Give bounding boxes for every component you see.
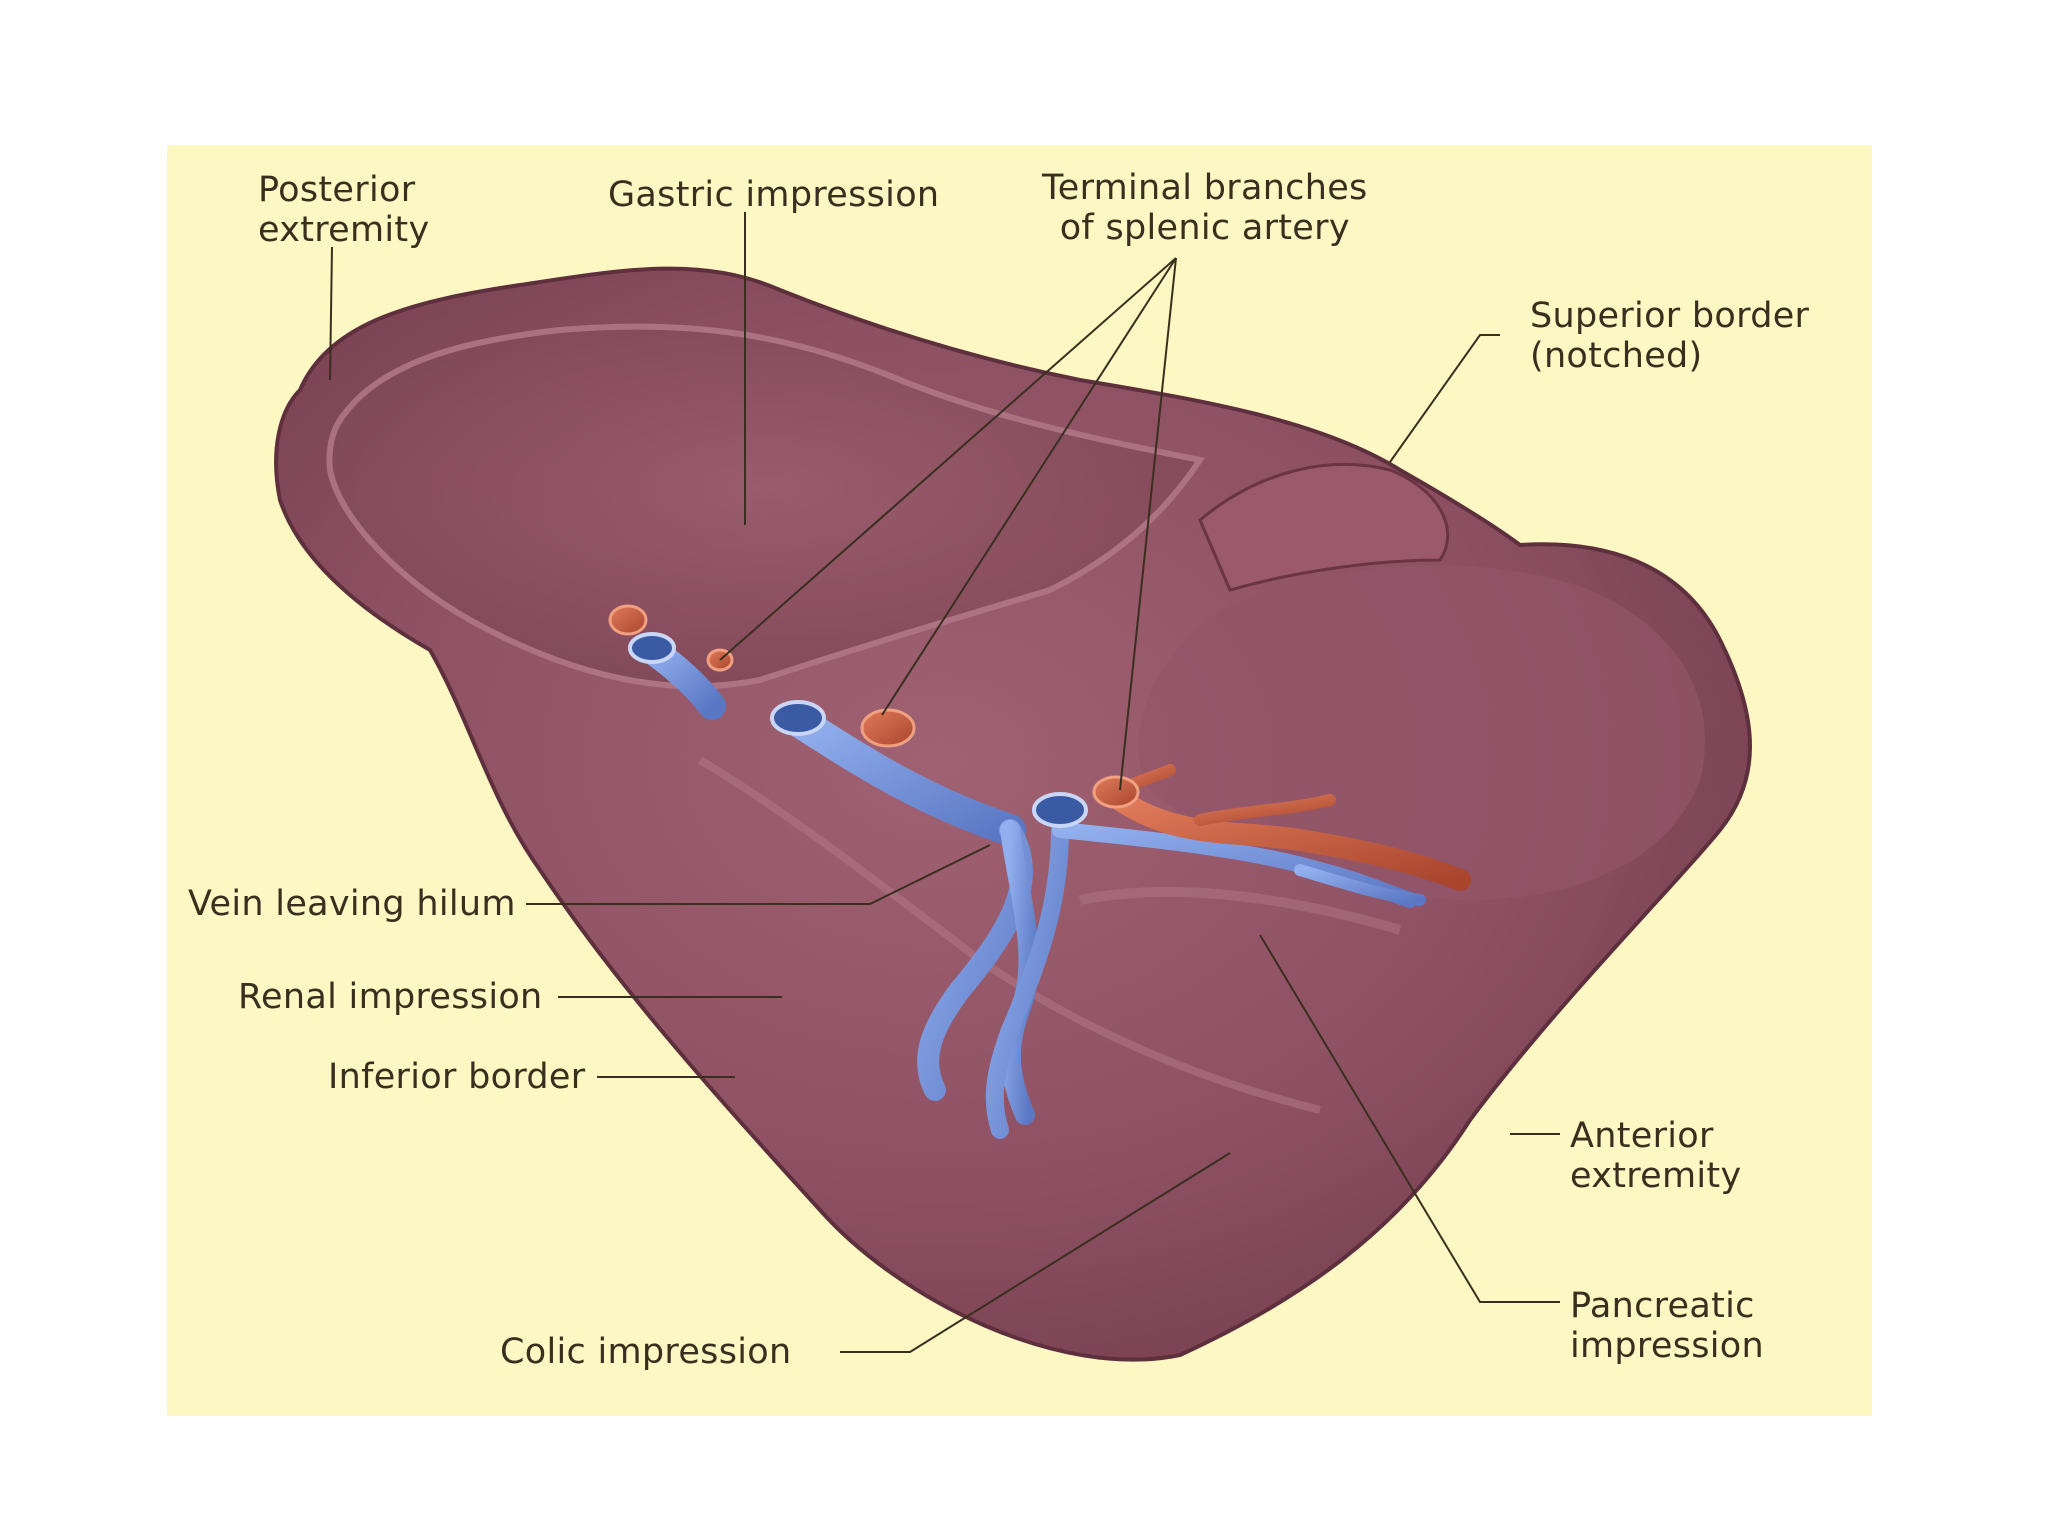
artery-opening-1 (608, 604, 648, 636)
splenic-veins (638, 636, 1426, 1139)
label-posterior-extremity: Posterior extremity (258, 170, 430, 250)
pancreatic-ridge (1079, 886, 1402, 935)
label-terminal-branches: Terminal branches of splenic artery (1042, 168, 1368, 248)
label-renal-impression: Renal impression (238, 977, 543, 1017)
label-inferior-border: Inferior border (328, 1057, 586, 1097)
vein-opening-3 (1032, 792, 1088, 828)
gastric-impression-rim (326, 323, 1205, 690)
label-superior-border: Superior border (notched) (1530, 296, 1810, 376)
label-colic-impression: Colic impression (500, 1332, 792, 1372)
label-anterior-extremity: Anterior extremity (1570, 1116, 1742, 1196)
label-gastric-impression: Gastric impression (608, 175, 940, 215)
artery-opening-4 (1092, 775, 1140, 809)
artery-opening-3 (860, 708, 916, 748)
vein-opening-1 (628, 632, 676, 664)
anterior-lobe (1138, 565, 1706, 900)
label-vein-leaving-hilum: Vein leaving hilum (188, 884, 516, 924)
label-pancreatic-impression: Pancreatic impression (1570, 1286, 1764, 1366)
leader-lines (329, 212, 1560, 1353)
vein-opening-2 (770, 700, 826, 736)
superior-border-notch (1198, 462, 1450, 592)
